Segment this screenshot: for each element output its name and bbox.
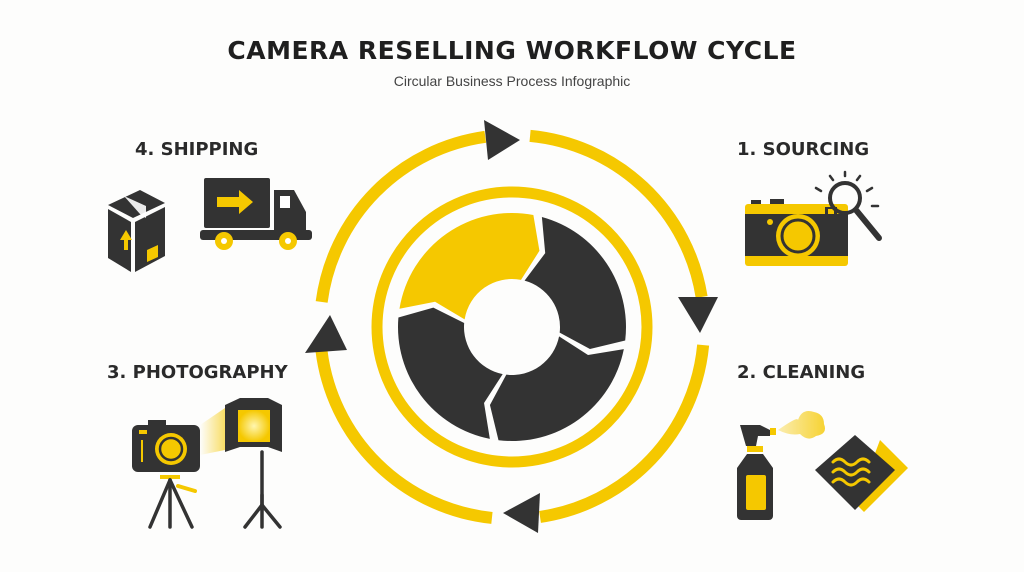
- cleaning-cloth-icon: [815, 435, 908, 512]
- inner-ring: [371, 186, 653, 468]
- arrow-left-icon: [503, 493, 540, 533]
- page-subtitle: Circular Business Process Infographic: [393, 73, 631, 89]
- outer-ring-segment: [529, 129, 708, 298]
- donut-segment: [524, 216, 626, 350]
- step-label-sourcing: 1. SOURCING: [737, 139, 870, 160]
- outer-cycle-ring: [315, 129, 710, 524]
- center-donut: [398, 213, 626, 441]
- page-title: CAMERA RESELLING WORKFLOW CYCLE: [227, 36, 797, 65]
- camera-search-icon: [745, 170, 882, 266]
- step-label-photography: 3. PHOTOGRAPHY: [107, 362, 288, 383]
- box-icon: [108, 190, 165, 272]
- studio-light-icon: [200, 398, 282, 529]
- step-label-cleaning: 2. CLEANING: [737, 362, 866, 383]
- truck-icon: [200, 178, 312, 250]
- outer-ring-segment: [539, 344, 710, 523]
- donut-segment: [398, 307, 503, 439]
- outer-ring-segment: [315, 130, 487, 303]
- donut-segment: [489, 336, 624, 441]
- arrow-right-icon: [484, 120, 520, 160]
- arrow-down-icon: [678, 297, 718, 333]
- spray-bottle-icon: [737, 411, 825, 520]
- step-label-shipping: 4. SHIPPING: [135, 139, 259, 160]
- camera-tripod-icon: [132, 420, 200, 529]
- arrow-up-icon: [305, 315, 347, 353]
- donut-segment: [399, 213, 540, 320]
- outer-ring-segment: [315, 349, 493, 524]
